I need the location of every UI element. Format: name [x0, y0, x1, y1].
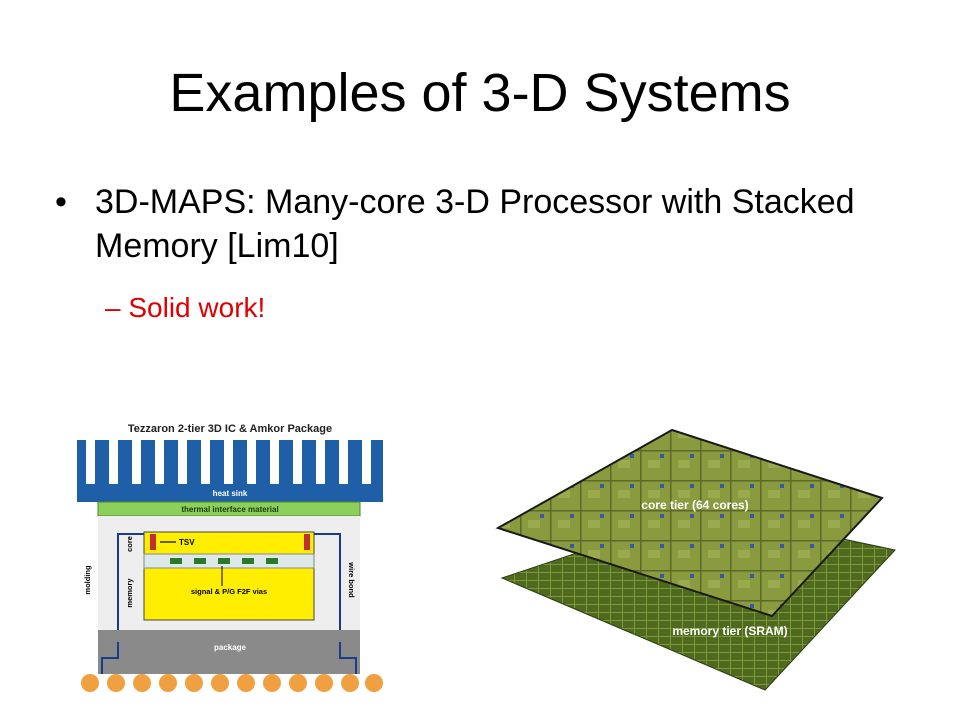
- sub-bullet-item: – Solid work!: [105, 290, 265, 326]
- tsv-left: [150, 534, 156, 550]
- package-trace: [101, 642, 119, 674]
- memory-label: memory: [125, 578, 134, 608]
- figure-caption: Tezzaron 2-tier 3D IC & Amkor Package: [128, 423, 332, 435]
- core-tier: [495, 428, 884, 618]
- tsv-label: TSV: [179, 538, 195, 547]
- f2f-via: [242, 558, 254, 564]
- solder-balls: [81, 674, 383, 692]
- heat-sink-label: heat sink: [213, 489, 248, 498]
- f2f-via: [218, 558, 230, 564]
- wire-bond-label: wire bond: [347, 561, 356, 598]
- memory-die: [143, 567, 315, 621]
- core-die: [143, 531, 315, 555]
- wire-bond-right: [314, 533, 341, 642]
- stacked-tiers-figure: core tier (64 cores) memory tier (SRAM): [490, 420, 900, 700]
- bullet-text: 3D-MAPS: Many-core 3-D Processor with St…: [95, 183, 855, 265]
- core-label: core: [125, 536, 134, 552]
- heat-sink: [77, 440, 383, 502]
- f2f-via: [194, 558, 206, 564]
- package-diagram: Tezzaron 2-tier 3D IC & Amkor Package he…: [77, 423, 383, 692]
- memory-tier-label: memory tier (SRAM): [672, 624, 787, 638]
- f2f-via: [266, 558, 278, 564]
- f2f-via: [170, 558, 182, 564]
- wire-bond-left: [117, 533, 144, 642]
- molding-label: molding: [83, 565, 92, 595]
- signal-vias-label: signal & P/G F2F vias: [191, 587, 267, 596]
- tsv-right: [304, 534, 310, 550]
- package-cross-section-figure: Tezzaron 2-tier 3D IC & Amkor Package he…: [72, 418, 388, 702]
- bullet-marker: •: [55, 183, 67, 221]
- package-substrate: [98, 630, 360, 674]
- tim-label: thermal interface material: [181, 505, 278, 514]
- sub-bullet-text: Solid work!: [128, 292, 266, 323]
- slide-title: Examples of 3-D Systems: [169, 63, 791, 123]
- sub-bullet-marker: –: [105, 292, 121, 323]
- package-trace: [339, 642, 357, 674]
- core-tier-label: core tier (64 cores): [641, 498, 748, 512]
- package-label: package: [214, 643, 247, 652]
- tier-diagram: core tier (64 cores) memory tier (SRAM): [495, 428, 896, 691]
